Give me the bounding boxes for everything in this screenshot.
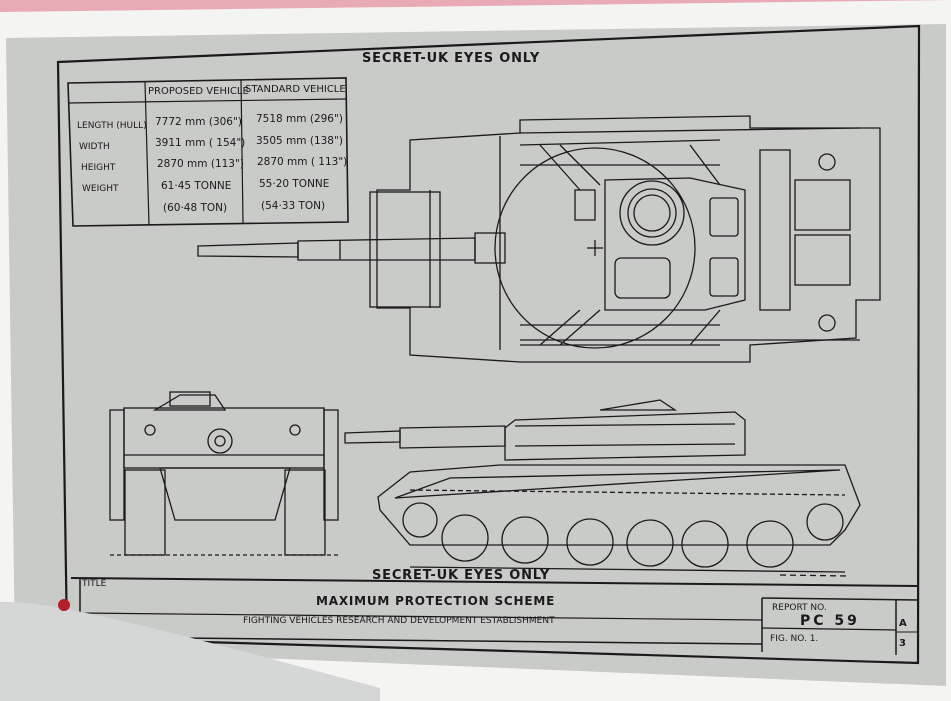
title-block-lines — [70, 577, 920, 655]
row-label-weight: WEIGHT — [82, 184, 119, 194]
cell-width-standard: 3505 mm (138") — [256, 135, 343, 147]
side-view-drawing — [344, 399, 861, 577]
figure-number: FIG. NO. 1. — [770, 634, 819, 644]
row-label-length: LENGTH (HULL) — [77, 121, 147, 131]
spec-table-grid — [67, 77, 349, 227]
cell-height-standard: 2870 mm ( 113") — [257, 156, 348, 168]
column-header-standard: STANDARD VEHICLE — [245, 84, 346, 95]
report-number: PC 59 — [800, 613, 860, 629]
row-label-width: WIDTH — [79, 142, 110, 152]
front-view-drawing — [109, 391, 339, 556]
plan-view-drawing — [197, 115, 881, 363]
cell-length-proposed: 7772 mm (306") — [155, 116, 242, 128]
cell-height-proposed: 2870 mm (113") — [157, 158, 244, 170]
drawing-title: MAXIMUM PROTECTION SCHEME — [316, 594, 556, 608]
title-label: TITLE — [82, 579, 107, 589]
security-marking-footer: SECRET-UK EYES ONLY — [372, 568, 551, 583]
sheet-number: 3 — [899, 638, 906, 649]
column-header-proposed: PROPOSED VEHICLE — [148, 86, 249, 97]
report-label: REPORT NO. — [772, 603, 827, 613]
cell-weight-standard: 55·20 TONNE — [259, 178, 330, 190]
cell-weight-proposed: 61·45 TONNE — [161, 180, 232, 192]
sheet-size: A — [899, 618, 907, 629]
cell-weight-ton-proposed: (60·48 TON) — [163, 202, 228, 214]
cell-weight-ton-standard: (54·33 TON) — [261, 200, 326, 212]
row-label-height: HEIGHT — [81, 163, 116, 173]
cell-width-proposed: 3911 mm ( 154") — [155, 137, 246, 149]
establishment-name: FIGHTING VEHICLES RESEARCH AND DEVELOPME… — [243, 616, 555, 626]
cell-length-standard: 7518 mm (296") — [256, 113, 343, 125]
security-marking-header: SECRET-UK EYES ONLY — [362, 51, 541, 66]
